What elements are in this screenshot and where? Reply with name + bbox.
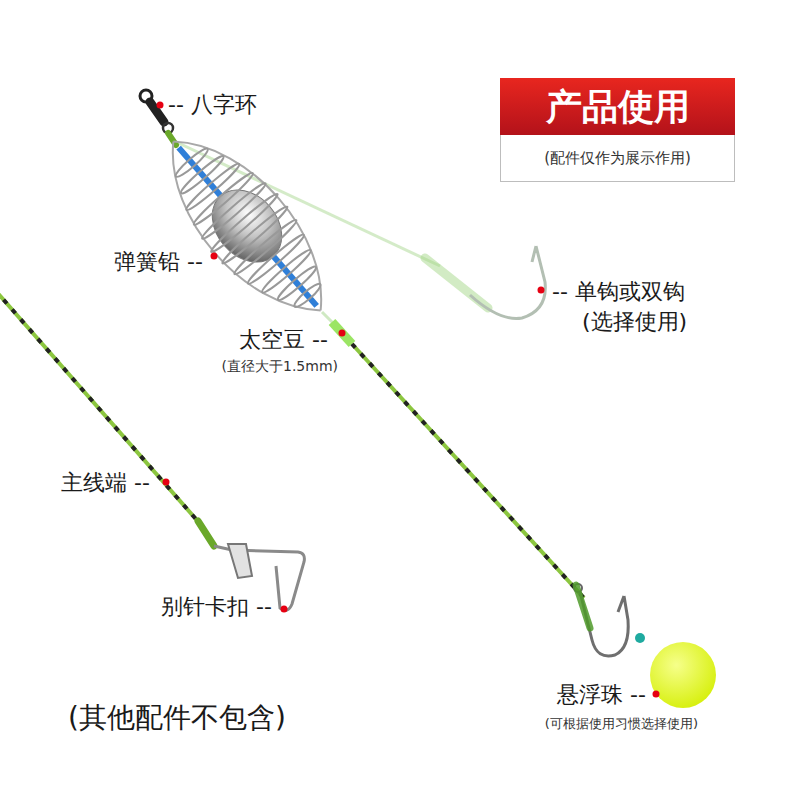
- hook-sleeve: [576, 585, 590, 628]
- cage-coil: [173, 146, 210, 180]
- hook-line: [352, 344, 584, 598]
- cage-wire: [173, 114, 352, 310]
- usage-note: (选择使用): [582, 309, 687, 335]
- part-label: -- 单钩或双钩: [552, 279, 685, 305]
- hook-line-stripe: [352, 344, 584, 598]
- part-label: 弹簧铅 --: [114, 249, 203, 275]
- size-note: (直径大于1.5mm): [222, 358, 338, 375]
- spring-lead: [140, 113, 354, 340]
- space-bead: [332, 322, 352, 344]
- banner-box: 产品使用(配件仅作为展示作用): [500, 78, 735, 182]
- snap-clasp: [228, 544, 252, 578]
- marker-dot: [538, 287, 545, 294]
- lead-tube: [179, 148, 317, 306]
- swivel-barrel: [150, 102, 164, 122]
- hook: [470, 246, 545, 319]
- cage-coil: [220, 204, 290, 267]
- part-label: -- 八字环: [168, 92, 257, 118]
- marker-dot: [281, 606, 288, 613]
- usage-note: (可根据使用习惯选择使用): [545, 716, 698, 732]
- float-ball: [650, 642, 716, 708]
- cage-wire: [142, 142, 321, 338]
- part-label: 主线端 --: [61, 470, 150, 496]
- main-line-stripe: [0, 290, 202, 526]
- part-label: 别针卡扣 --: [161, 594, 272, 620]
- branch-line: [172, 140, 440, 266]
- cage-coil: [209, 191, 281, 255]
- line-knot: [168, 133, 176, 145]
- cage-coil: [191, 170, 255, 227]
- marker-dot: [157, 102, 164, 109]
- stop-bead: [635, 633, 645, 643]
- part-label: 太空豆 --: [239, 327, 328, 353]
- line-knot: [198, 521, 214, 546]
- main-line: [0, 290, 202, 526]
- marker-dot: [211, 253, 218, 260]
- footnote: (其他配件不包含): [68, 701, 286, 735]
- cage-coil: [232, 217, 299, 277]
- banner-note: (配件仅作为展示作用): [500, 135, 735, 182]
- part-label: 悬浮珠 --: [557, 682, 646, 708]
- marker-dot: [339, 330, 346, 337]
- marker-dot: [163, 479, 170, 486]
- cage-coil: [292, 281, 323, 309]
- marker-dot: [653, 691, 660, 698]
- banner-heading: 产品使用: [500, 78, 735, 135]
- cage-coil: [200, 180, 269, 241]
